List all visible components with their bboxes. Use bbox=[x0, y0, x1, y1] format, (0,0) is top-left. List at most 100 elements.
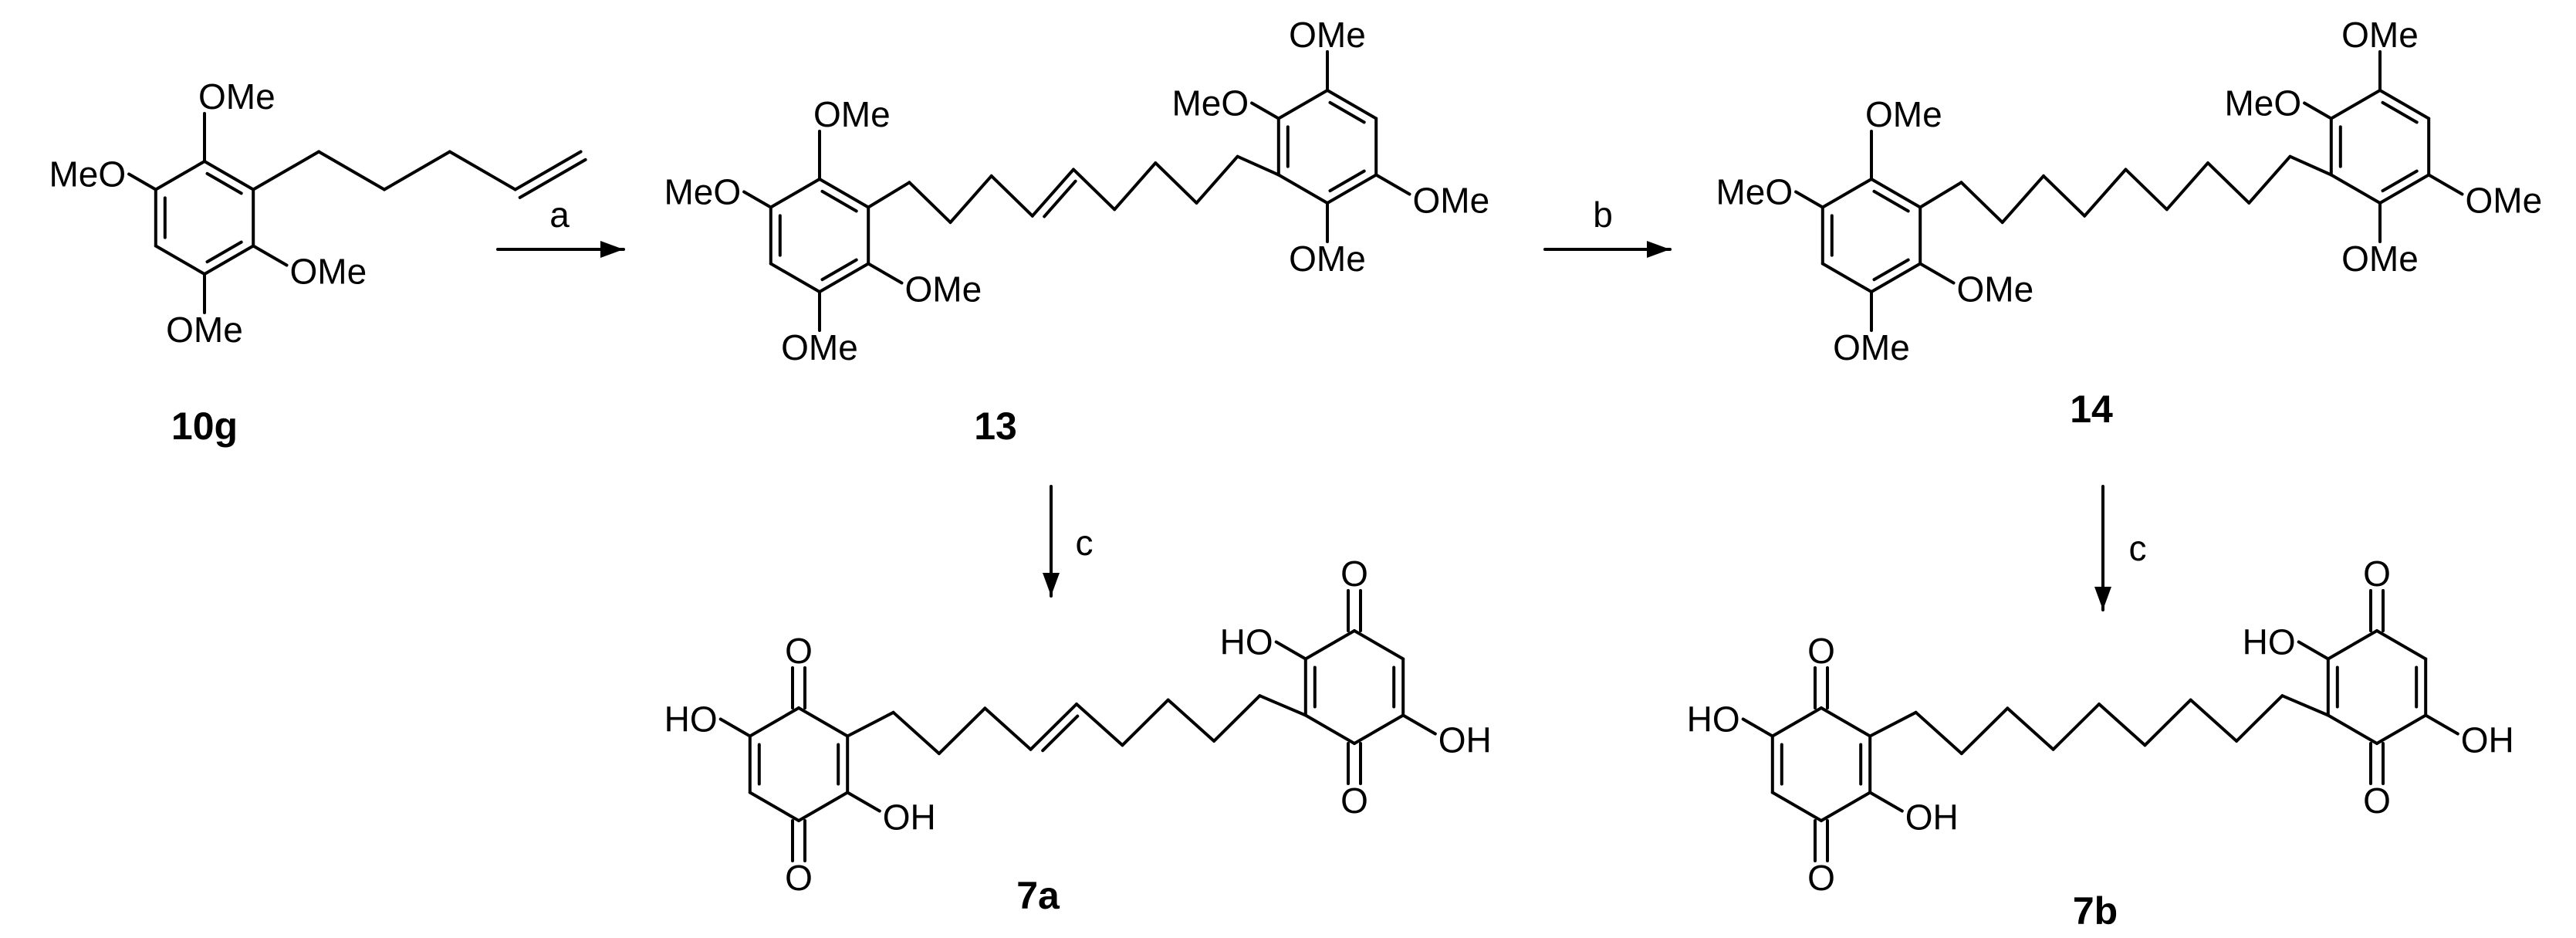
cmpd-7b-right-oh-bond bbox=[2424, 713, 2459, 736]
cmpd-13-chain-double-bond bbox=[1043, 179, 1077, 218]
cmpd-13-right-ring-bond bbox=[1326, 89, 1378, 120]
cmpd-7a-left-carbonyl-bottom: O bbox=[785, 858, 813, 898]
cmpd-7b-ring-bond bbox=[2326, 629, 2378, 661]
cmpd-14-left-ring-bond bbox=[1820, 178, 1873, 209]
cmpd-7b-right-carbonyl-bottom: O bbox=[2363, 781, 2391, 821]
cmpd-10g-ome-top: OMe bbox=[198, 76, 276, 117]
cmpd-13-chain-bond bbox=[1195, 154, 1239, 205]
cmpd-13-right-ome-right: OMe bbox=[1413, 181, 1490, 221]
cmpd-13-left-ring-double-bond bbox=[820, 189, 858, 213]
cmpd-10g-meo-left-bond bbox=[127, 172, 157, 191]
cmpd-7a-ring-bond bbox=[1303, 713, 1356, 745]
cmpd-7b-chain-bond bbox=[1914, 710, 1963, 756]
cmpd-10g-chain-bond bbox=[448, 150, 517, 191]
cmpd-10g-ome-right-bond bbox=[252, 244, 289, 267]
cmpd-7a-chain-bond bbox=[1075, 703, 1124, 747]
cmpd-7a-chain-bond bbox=[891, 710, 941, 756]
cmpd-13-right-ome-bottom: OMe bbox=[1289, 239, 1366, 279]
cmpd-7a-right-oh: OH bbox=[1438, 720, 1492, 760]
cmpd-7a-ring-bond bbox=[1353, 713, 1405, 745]
cmpd-7a-ring-bond bbox=[1303, 629, 1356, 661]
cmpd-7a-left-carbonyl-top: O bbox=[785, 631, 813, 671]
cmpd-10g-chain-bond bbox=[317, 150, 386, 191]
cmpd-10g-ring-double-bond bbox=[205, 240, 243, 264]
cmpd-14-right-ring-bond bbox=[2329, 173, 2382, 205]
cmpd-10g-ring-bond bbox=[203, 244, 255, 276]
cmpd-14-chain-bond bbox=[2042, 174, 2087, 218]
cmpd-7a-right-oh-bond bbox=[1401, 713, 1437, 736]
compound-label-7a: 7a bbox=[1016, 874, 1060, 917]
cmpd-13-right-ring-bond bbox=[1326, 173, 1378, 205]
cmpd-7a-left-ho-bond bbox=[718, 717, 752, 738]
cmpd-7b-ring-bond bbox=[1770, 706, 1823, 738]
cmpd-7a-right-carbonyl-bottom: O bbox=[1340, 781, 1368, 821]
cmpd-13-chain-bond bbox=[908, 181, 952, 225]
cmpd-14-chain-bond bbox=[2000, 174, 2045, 225]
cmpd-14-right-ome-top: OMe bbox=[2341, 15, 2419, 55]
cmpd-13-right-ring-bond bbox=[1276, 89, 1329, 120]
cmpd-7a-chain-double-bond bbox=[1041, 714, 1080, 753]
cmpd-7b-chain-bond bbox=[2280, 694, 2330, 717]
cmpd-14-right-ring-double-bond bbox=[2381, 100, 2419, 124]
cmpd-10g-ring-bond bbox=[203, 160, 255, 191]
cmpd-7a-chain-bond bbox=[1258, 694, 1307, 717]
arrow-c1-condition: c bbox=[1076, 523, 1094, 563]
cmpd-7b-right-ho-bond bbox=[2297, 640, 2330, 661]
cmpd-13-chain-bond bbox=[948, 174, 993, 225]
cmpd-14-right-ring-bond bbox=[2378, 173, 2431, 205]
cmpd-10g-ring-bond bbox=[154, 244, 206, 276]
cmpd-14-left-ome-right: OMe bbox=[1957, 269, 2034, 310]
cmpd-14-chain-bond bbox=[1918, 181, 1963, 209]
cmpd-7a-right-ho-bond bbox=[1274, 640, 1307, 661]
cmpd-7b-chain-bond bbox=[2051, 703, 2101, 751]
cmpd-13-left-meo: MeO bbox=[664, 172, 741, 212]
cmpd-13-chain-bond bbox=[1072, 168, 1117, 212]
compound-label-10g: 10g bbox=[171, 405, 238, 448]
cmpd-7a-ring-bond bbox=[1353, 629, 1405, 661]
cmpd-14-right-meo: MeO bbox=[2224, 83, 2301, 124]
cmpd-14-left-ring-bond bbox=[1820, 262, 1873, 293]
cmpd-14-chain-bond bbox=[2083, 168, 2128, 218]
cmpd-14-chain-bond bbox=[2124, 168, 2169, 212]
cmpd-14-chain-bond bbox=[2165, 161, 2209, 212]
cmpd-14-right-meo-bond bbox=[2303, 101, 2333, 120]
cmpd-7a-chain-bond bbox=[1166, 698, 1216, 743]
cmpd-7a-chain-bond bbox=[937, 706, 987, 756]
cmpd-13-left-ring-bond bbox=[818, 178, 870, 209]
cmpd-7b-right-carbonyl-top: O bbox=[2363, 554, 2391, 594]
cmpd-7b-ring-bond bbox=[2326, 713, 2378, 745]
cmpd-14-left-ome-right-bond bbox=[1918, 262, 1956, 285]
cmpd-13-left-ring-bond bbox=[769, 178, 821, 209]
cmpd-7b-right-oh: OH bbox=[2461, 720, 2514, 760]
cmpd-7a-ring-bond bbox=[748, 791, 800, 822]
cmpd-7b-chain-bond bbox=[1868, 710, 1918, 738]
cmpd-13-right-ring-bond bbox=[1276, 173, 1329, 205]
compound-label-7b: 7b bbox=[2073, 889, 2118, 933]
cmpd-7a-chain-bond bbox=[983, 706, 1033, 751]
cmpd-13-left-ome-bottom: OMe bbox=[781, 327, 858, 367]
cmpd-13-left-ome-right-bond bbox=[867, 262, 904, 285]
cmpd-10g-meo-left: MeO bbox=[49, 154, 126, 195]
cmpd-13-chain-bond bbox=[1113, 161, 1158, 212]
cmpd-13-right-ome-top: OMe bbox=[1289, 15, 1366, 55]
cmpd-10g-vinyl-double-bond bbox=[518, 157, 587, 199]
cmpd-10g-vinyl-bond bbox=[513, 150, 583, 191]
cmpd-7b-chain-bond bbox=[2143, 698, 2192, 747]
cmpd-7b-left-ho: HO bbox=[1687, 699, 1740, 740]
arrow-b-condition: b bbox=[1593, 195, 1613, 235]
cmpd-7b-chain-bond bbox=[2235, 694, 2284, 743]
cmpd-7a-left-oh-bond bbox=[846, 791, 881, 813]
cmpd-13-chain-bond bbox=[1030, 168, 1075, 218]
cmpd-7b-left-carbonyl-bottom: O bbox=[1807, 858, 1835, 898]
cmpd-13-left-meo-bond bbox=[742, 190, 772, 209]
cmpd-13-left-ome-right: OMe bbox=[905, 269, 982, 310]
arrow-c1-head bbox=[1043, 573, 1060, 596]
cmpd-7b-chain-bond bbox=[2006, 706, 2055, 751]
cmpd-7b-left-oh: OH bbox=[1905, 797, 1959, 838]
label-layer: OMeMeOOMeOMe10gMeOOMeOMeOMeMeOOMeOMeOMe1… bbox=[49, 15, 2542, 933]
cmpd-14-left-ring-double-bond bbox=[1872, 189, 1910, 213]
cmpd-13-right-ome-right-bond bbox=[1374, 173, 1411, 196]
cmpd-7a-chain-bond bbox=[846, 710, 895, 738]
cmpd-7a-left-oh: OH bbox=[883, 797, 936, 838]
